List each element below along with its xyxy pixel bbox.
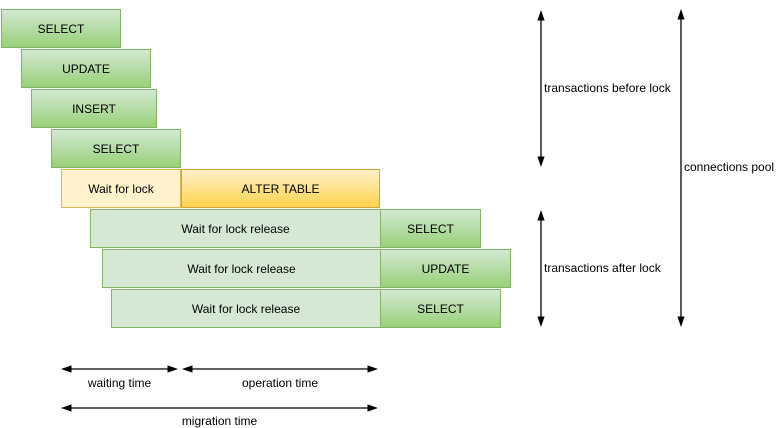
transactions-after-lock-label: transactions after lock	[544, 261, 661, 275]
operation-time-arrow	[182, 365, 378, 373]
operation-time-label: operation time	[241, 376, 319, 390]
waiting-time-arrow	[61, 365, 178, 373]
wait-for-release-box-3: Wait for lock release	[111, 289, 381, 328]
transactions-before-lock-label: transactions before lock	[544, 81, 671, 95]
connections-pool-arrow	[677, 9, 685, 327]
wait-for-release-box-1: Wait for lock release	[90, 209, 381, 248]
transactions-before-lock-arrow	[537, 10, 545, 167]
before-lock-box-select-1: SELECT	[1, 9, 121, 48]
alter-table-box: ALTER TABLE	[181, 169, 380, 208]
before-lock-box-insert: INSERT	[31, 89, 157, 128]
wait-for-release-box-2: Wait for lock release	[102, 249, 381, 288]
before-lock-box-update: UPDATE	[21, 49, 151, 88]
after-lock-box-update: UPDATE	[380, 249, 511, 288]
migration-time-arrow	[61, 404, 378, 412]
connections-pool-label: connections pool	[684, 160, 775, 174]
wait-for-lock-box: Wait for lock	[61, 169, 181, 208]
waiting-time-label: waiting time	[87, 376, 152, 390]
migration-time-label: migration time	[181, 414, 258, 428]
before-lock-box-select-2: SELECT	[51, 129, 181, 168]
after-lock-box-select-2: SELECT	[380, 289, 501, 328]
transactions-after-lock-arrow	[537, 210, 545, 327]
after-lock-box-select-1: SELECT	[380, 209, 481, 248]
